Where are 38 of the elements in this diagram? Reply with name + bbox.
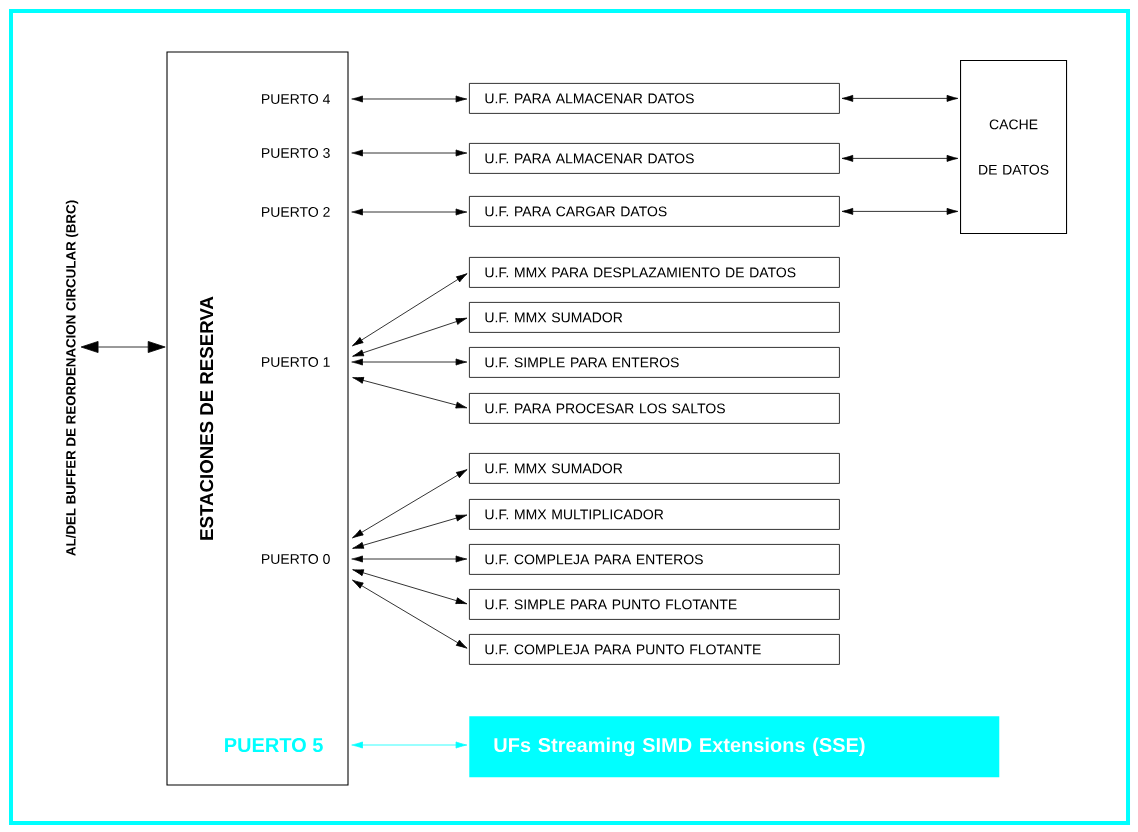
unit-box: U.F. COMPLEJA PARA ENTEROS [469,544,840,575]
port-label: PUERTO 1 [262,357,330,367]
unit-box: U.F. MMX MULTIPLICADOR [469,499,840,530]
arrow [80,341,166,353]
port-label: PUERTO 5 [225,737,323,753]
port-label: PUERTO 2 [262,207,330,217]
arrow [351,358,468,366]
arrow [352,469,468,539]
unit-box: U.F. COMPLEJA PARA PUNTO FLOTANTE [469,634,840,665]
arrow [351,741,468,749]
arrow [841,94,959,102]
unit-box: U.F. PARA PROCESAR LOS SALTOS [469,393,840,424]
unit-box: U.F. PARA CARGAR DATOS [469,196,840,227]
arrow [352,273,468,347]
unit-box: U.F. MMX SUMADOR [469,453,840,484]
unit-box: UFs Streaming SIMD Extensions (SSE) [469,716,1000,778]
unit-box: U.F. MMX PARA DESPLAZAMIENTO DE DATOS [469,257,840,288]
unit-box: U.F. MMX SUMADOR [469,302,840,333]
arrow [352,376,468,409]
arrow [352,514,468,549]
arrow [352,579,468,649]
unit-box: U.F. PARA ALMACENAR DATOS [469,143,840,174]
arrow [351,208,468,216]
unit-box: U.F. SIMPLE PARA PUNTO FLOTANTE [469,589,840,620]
arrow [352,317,468,357]
arrow [351,555,468,563]
arrow [841,207,959,215]
unit-box: U.F. PARA ALMACENAR DATOS [469,83,840,114]
cache-box: CACHE DE DATOS [960,60,1068,235]
vertical-label: AL/DEL BUFFER DE REORDENACION CIRCULAR (BRC) [65,200,79,556]
port-label: PUERTO 3 [262,148,330,158]
arrow [351,95,468,103]
port-label: PUERTO 4 [262,94,330,104]
arrow [352,569,468,605]
arrow [351,149,468,157]
unit-box: U.F. SIMPLE PARA ENTEROS [469,347,840,378]
arrow [841,154,959,162]
port-label: PUERTO 0 [262,554,330,564]
